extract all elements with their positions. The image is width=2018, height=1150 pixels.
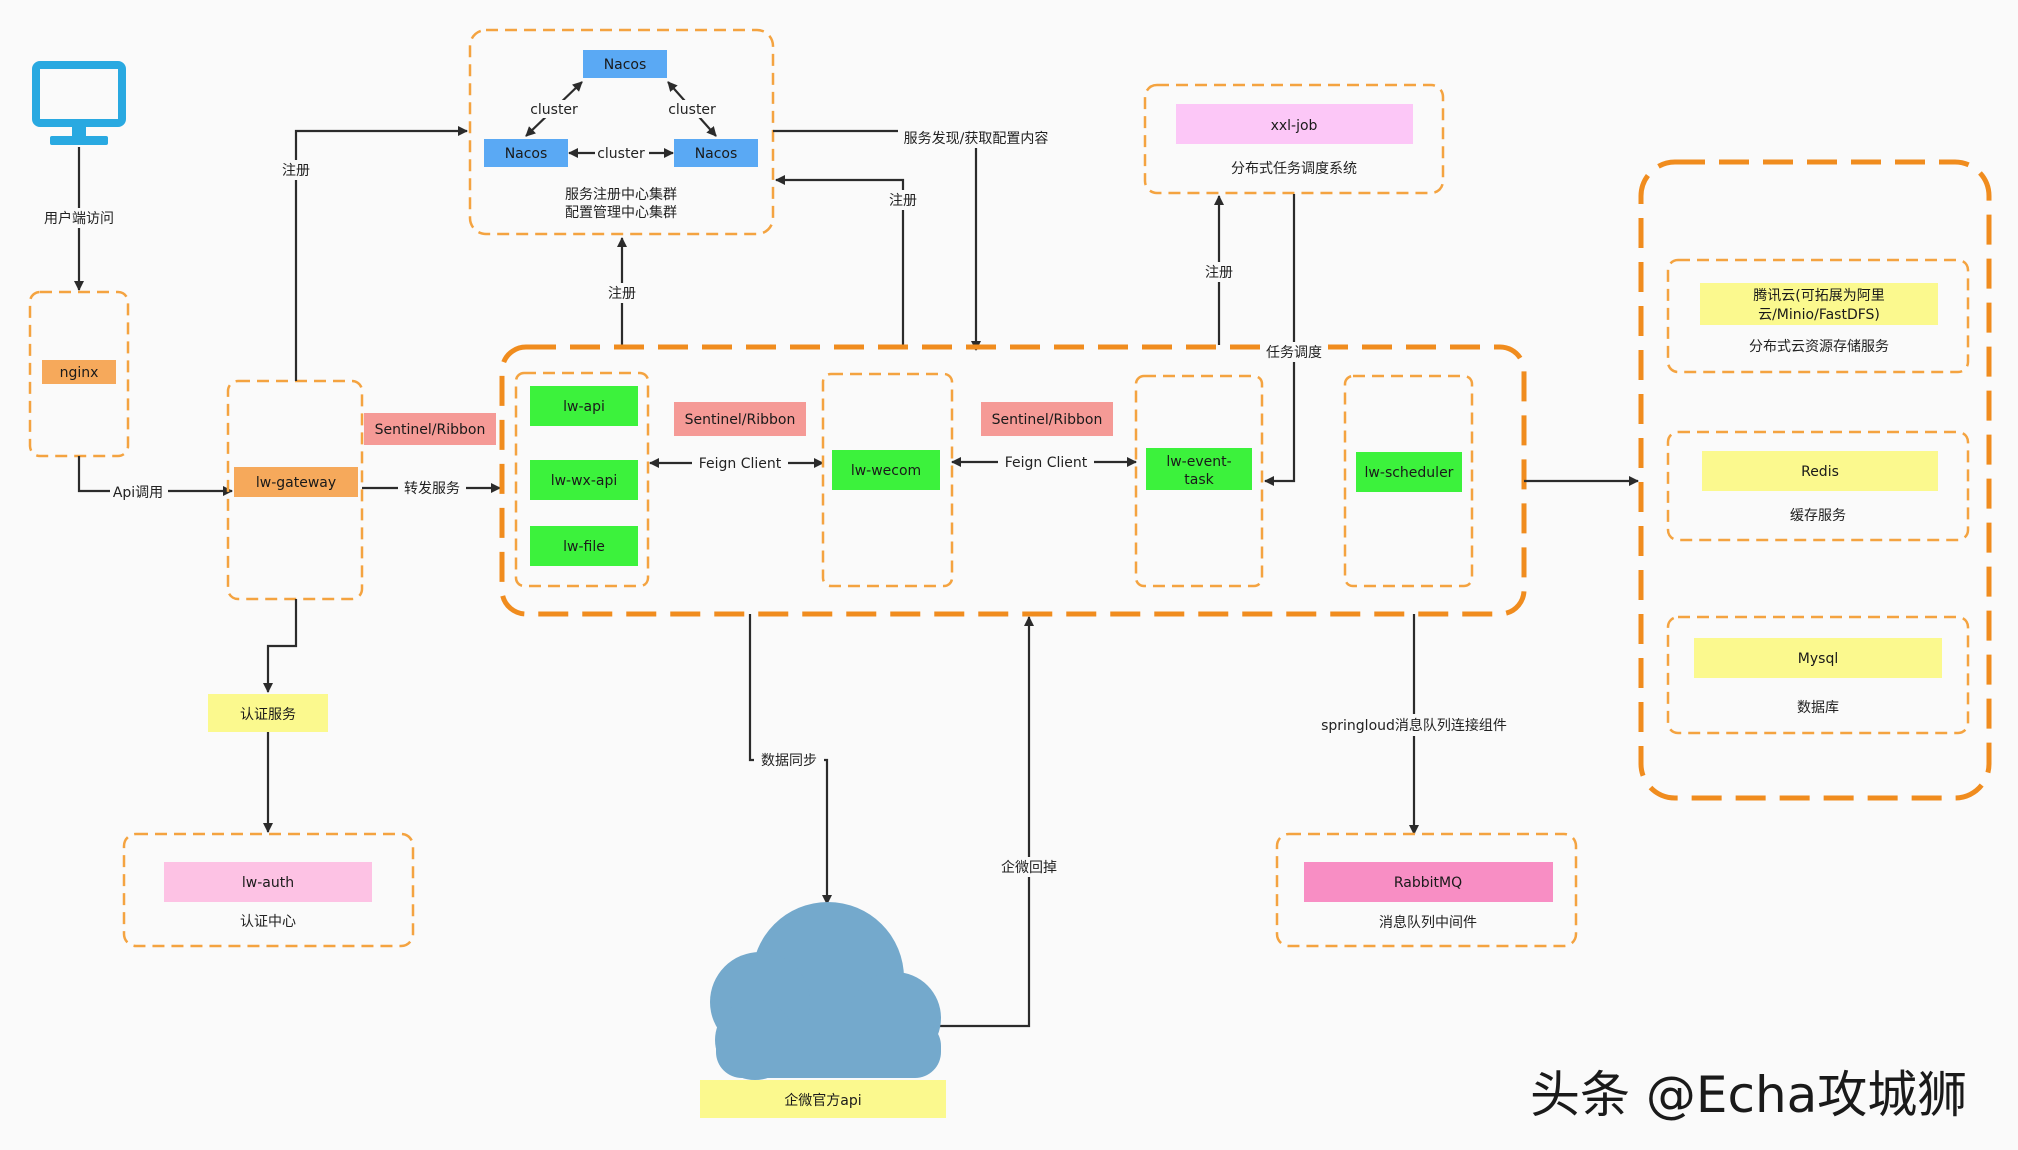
redis-caption: 缓存服务 — [1790, 508, 1846, 524]
gateway-register-edge — [294, 126, 468, 381]
mysql-box — [1666, 615, 1970, 735]
lw-api-label: lw-api — [563, 399, 605, 415]
lw-scheduler-node[interactable] — [1356, 452, 1462, 492]
lw-auth-node[interactable] — [164, 862, 372, 902]
lw-event-task-label: lw-event- — [1166, 454, 1231, 470]
lw-event-task-node[interactable] — [1146, 448, 1252, 490]
wecom-official-api-node[interactable] — [700, 1080, 946, 1118]
lw-wx-api-label: lw-wx-api — [551, 473, 618, 489]
xxljob-caption: 分布式任务调度系统 — [1231, 161, 1357, 177]
mq-connector-label: springloud消息队列连接组件 — [1321, 717, 1507, 734]
gateway-sentinel-label: Sentinel/Ribbon — [375, 422, 486, 438]
auth-service-node[interactable] — [208, 694, 328, 732]
sentinel-badge-1 — [674, 402, 806, 436]
cloud-icon — [710, 902, 941, 1080]
nginx-to-gateway-edge — [77, 456, 233, 496]
monitor-icon — [32, 61, 126, 145]
task-dispatch-edge — [1264, 194, 1296, 486]
nacos-right-node[interactable] — [674, 139, 758, 167]
rabbitmq-node[interactable] — [1304, 862, 1553, 902]
gateway-label: lw-gateway — [256, 475, 336, 491]
cloud-storage-label-1: 腾讯云(可拓展为阿里 — [1753, 287, 1884, 304]
nacos-left-label: Nacos — [505, 146, 548, 162]
event-task-group-box — [1134, 374, 1264, 588]
sentinel-label-1: Sentinel/Ribbon — [685, 412, 796, 428]
gateway-to-auth-edge — [263, 599, 298, 693]
wecom-register-edge — [775, 175, 905, 345]
auth-caption: 认证中心 — [240, 914, 296, 930]
xxljob-box — [1143, 83, 1445, 195]
gateway-forward-label: 转发服务 — [404, 481, 460, 497]
lw-api-node[interactable] — [530, 386, 638, 426]
nacos-left-node[interactable] — [484, 139, 568, 167]
lw-wecom-label: lw-wecom — [851, 463, 921, 479]
services-register-label: 注册 — [608, 286, 636, 302]
api-group-box — [514, 371, 650, 588]
nacos-cluster-right-label: cluster — [668, 102, 716, 118]
nacos-cluster-left-label: cluster — [530, 102, 578, 118]
storage-cluster-box — [1638, 159, 1992, 801]
redis-box — [1666, 430, 1970, 542]
sentinel-label-2: Sentinel/Ribbon — [992, 412, 1103, 428]
mysql-caption: 数据库 — [1797, 700, 1839, 716]
lw-event-task-label-2: task — [1184, 472, 1214, 488]
cloud-storage-label-2: 云/Minio/FastDFS) — [1758, 307, 1880, 323]
gateway-sentinel-badge — [364, 413, 496, 445]
xxljob-label: xxl-job — [1271, 118, 1318, 134]
nacos-cluster-mid-label: cluster — [597, 146, 645, 162]
discovery-edge — [773, 129, 981, 351]
nacos-top-node[interactable] — [583, 50, 667, 78]
feign-label-2: Feign Client — [1005, 455, 1088, 471]
mq-caption: 消息队列中间件 — [1379, 914, 1477, 931]
lw-wecom-node[interactable] — [832, 450, 940, 490]
scheduler-group-box — [1343, 374, 1474, 588]
nginx-node[interactable] — [42, 360, 116, 384]
mysql-node[interactable] — [1694, 638, 1942, 678]
watermark-text: 头条 @Echa攻城狮 — [1530, 1066, 1967, 1124]
wecom-official-api-label: 企微官方api — [784, 1092, 861, 1109]
redis-node[interactable] — [1702, 451, 1938, 491]
lw-scheduler-label: lw-scheduler — [1365, 465, 1454, 481]
lw-auth-label: lw-auth — [242, 875, 294, 891]
wecom-callback-label: 企微回掉 — [1001, 859, 1057, 876]
sentinel-badge-2 — [981, 402, 1113, 436]
data-sync-label: 数据同步 — [761, 753, 817, 769]
wecom-group-box — [821, 372, 954, 588]
nacos-top-label: Nacos — [604, 57, 647, 73]
cloud-storage-caption: 分布式云资源存储服务 — [1749, 339, 1889, 355]
discovery-label: 服务发现/获取配置内容 — [904, 130, 1049, 147]
feign-label-1: Feign Client — [699, 456, 782, 472]
nginx-label: nginx — [60, 365, 99, 381]
mq-box — [1275, 832, 1578, 948]
cloud-storage-box — [1666, 258, 1970, 374]
wecom-callback-edge — [940, 616, 1034, 1028]
redis-label: Redis — [1801, 464, 1839, 480]
nacos-right-label: Nacos — [695, 146, 738, 162]
cloud-storage-node[interactable] — [1700, 283, 1938, 325]
auth-center-box — [122, 832, 415, 948]
gateway-register-label: 注册 — [282, 163, 310, 179]
lw-wx-api-node[interactable] — [530, 460, 638, 500]
nacos-caption-2: 配置管理中心集群 — [565, 204, 677, 221]
gateway-node[interactable] — [234, 467, 358, 497]
lw-file-node[interactable] — [530, 526, 638, 566]
client-access-label: 用户端访问 — [44, 210, 114, 227]
auth-service-label: 认证服务 — [240, 707, 296, 723]
task-dispatch-label: 任务调度 — [1266, 345, 1322, 361]
lw-file-label: lw-file — [563, 539, 605, 555]
mysql-label: Mysql — [1798, 651, 1838, 667]
wecom-register-label: 注册 — [889, 193, 917, 209]
api-call-label: Api调用 — [113, 485, 163, 501]
nacos-caption-1: 服务注册中心集群 — [565, 186, 677, 203]
rabbitmq-label: RabbitMQ — [1394, 875, 1462, 891]
xxljob-register-label: 注册 — [1205, 265, 1233, 281]
xxljob-node[interactable] — [1176, 104, 1413, 144]
